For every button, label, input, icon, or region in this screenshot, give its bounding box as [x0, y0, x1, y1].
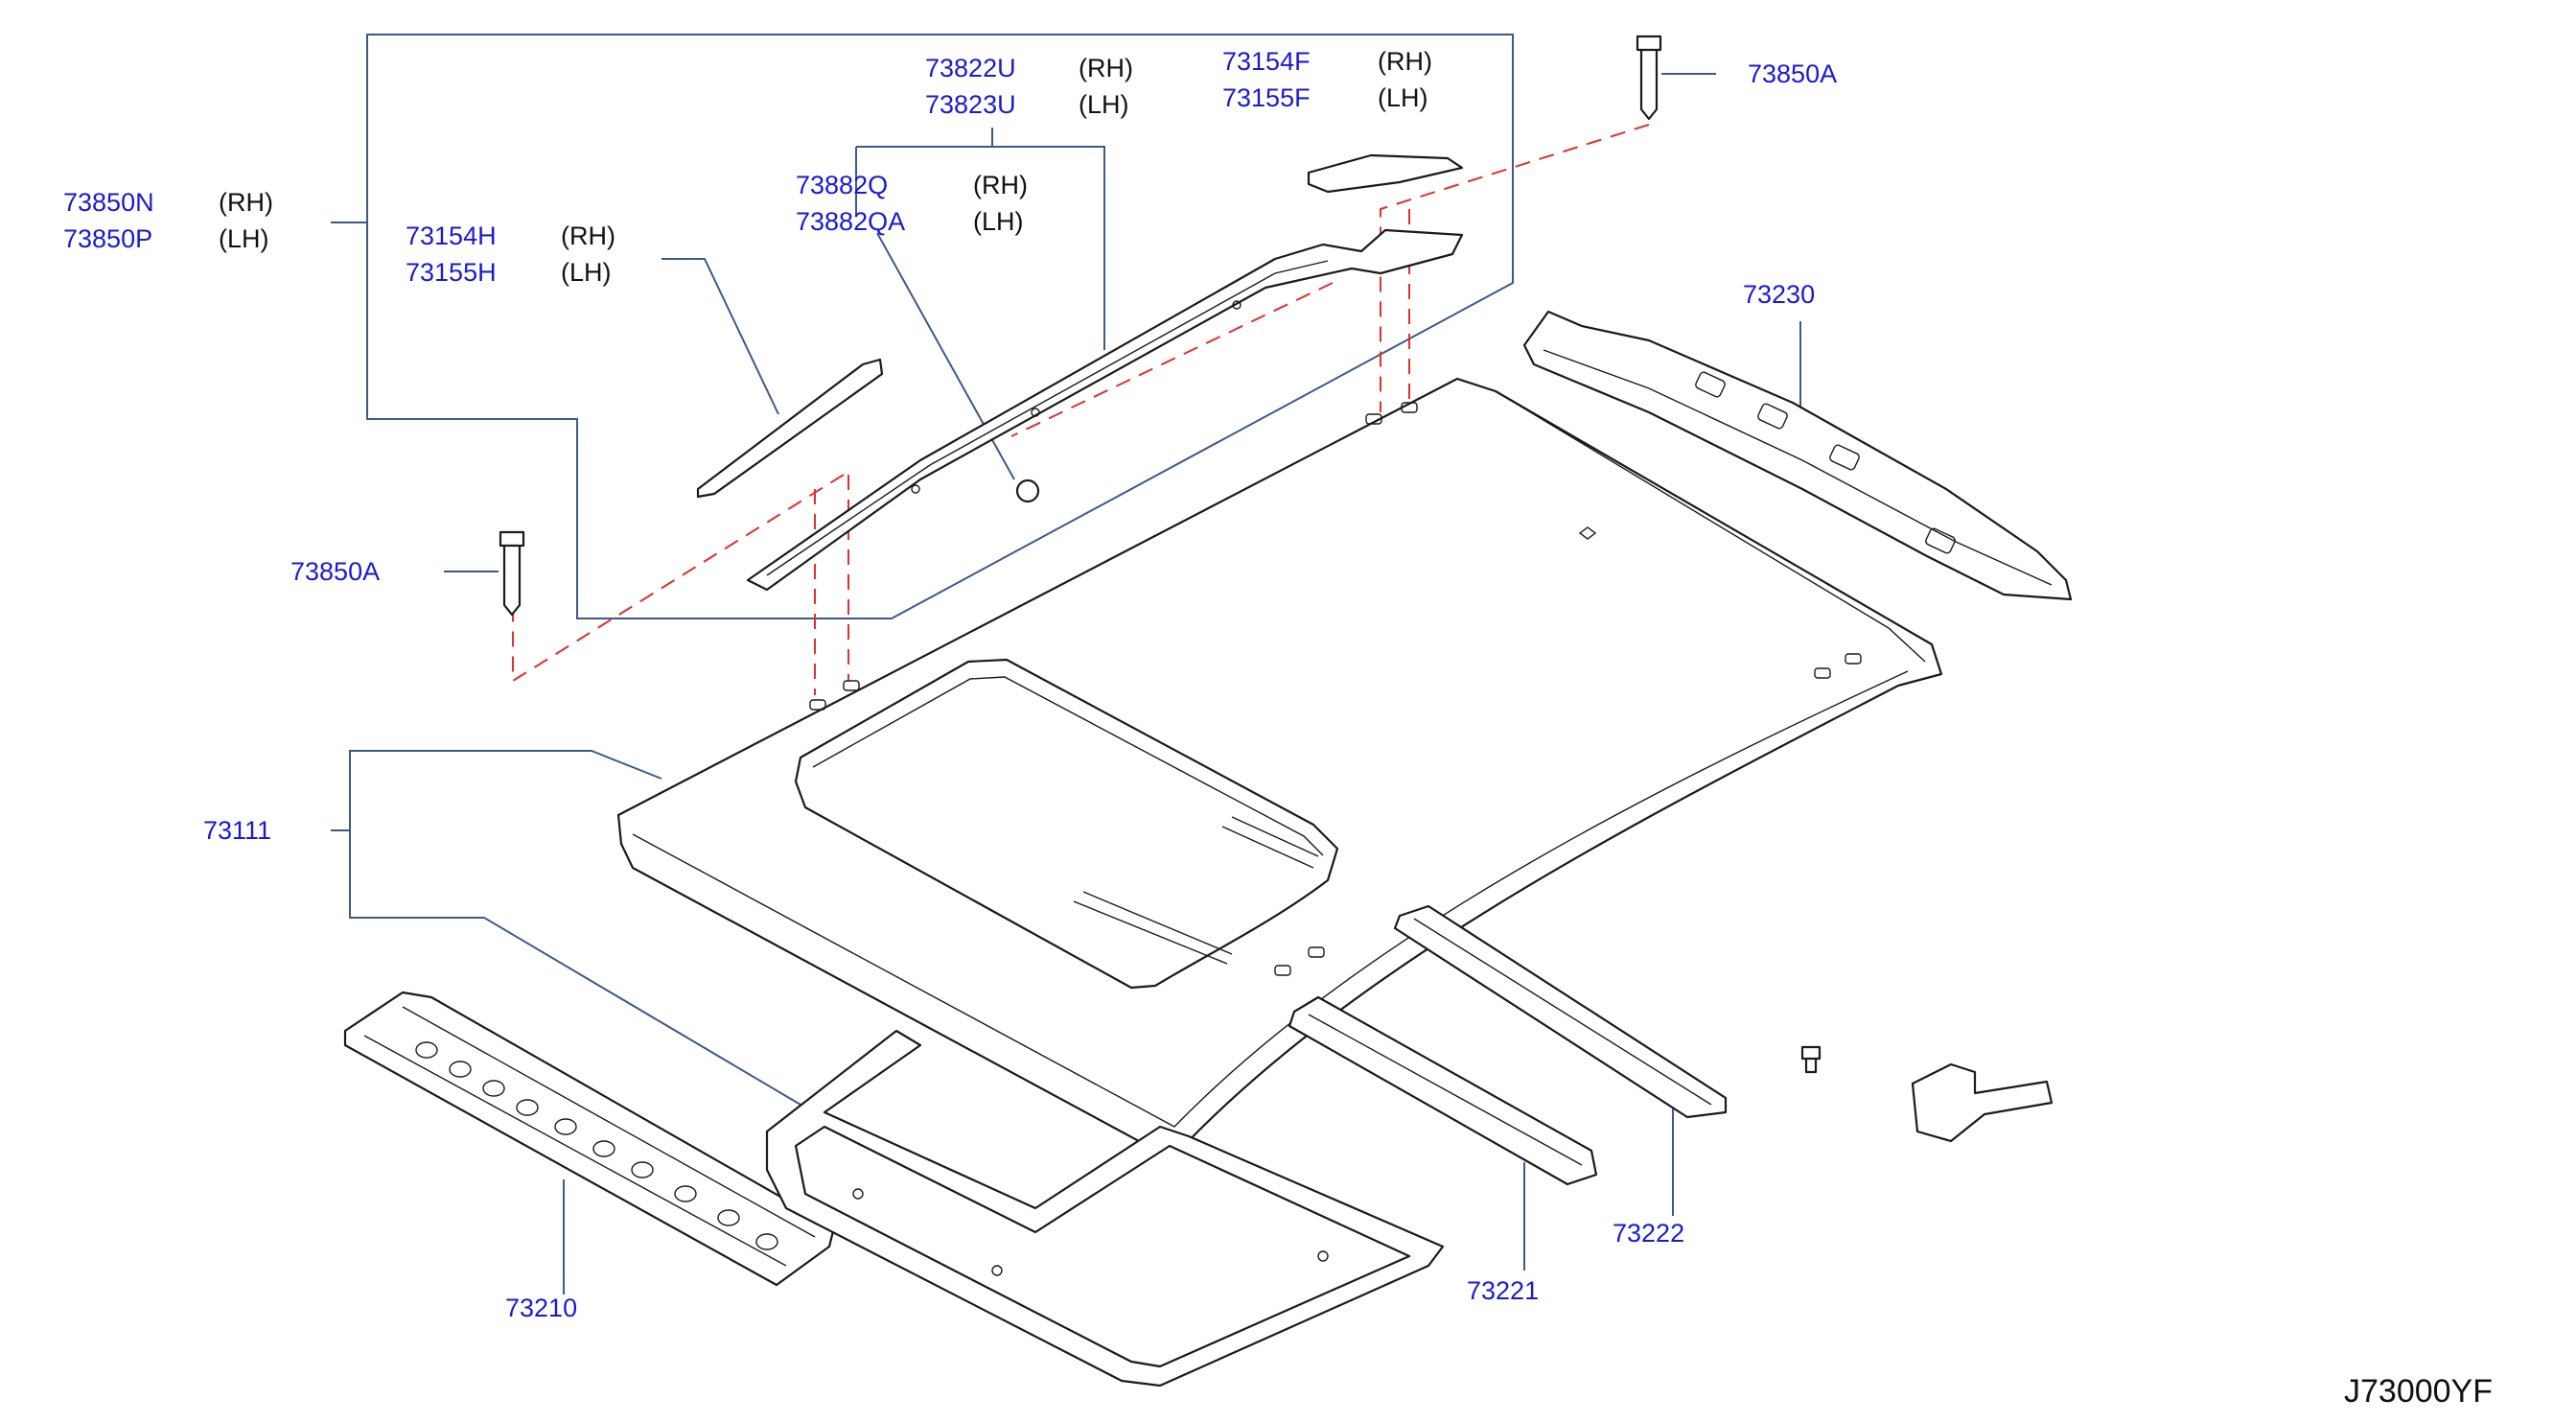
leader-73111	[331, 750, 801, 1106]
label-73850a-top: 73850A	[1748, 59, 1837, 88]
roof-panel-73111	[616, 377, 1943, 1162]
part-labels: 73822U (RH) 73823U (LH) 73154F (RH) 7315…	[63, 47, 2493, 1410]
leader-73154h	[661, 258, 779, 415]
roof-panel-outline	[616, 377, 1943, 1162]
sunroof-opening	[794, 658, 1339, 990]
rail-end-cover-73154h	[696, 358, 884, 499]
label-73154h: 73154H	[406, 222, 497, 250]
label-73210: 73210	[505, 1294, 577, 1322]
front-roof-rail-73210	[343, 991, 836, 1287]
rail-end-cover-73154f	[1307, 153, 1464, 194]
label-73822u-side: (RH)	[1079, 54, 1133, 82]
label-73882q: 73882Q	[796, 171, 888, 199]
rear-roof-rail-73230	[1522, 310, 2073, 601]
label-73221: 73221	[1467, 1276, 1539, 1305]
diagram-code: J73000YF	[2344, 1373, 2493, 1410]
label-73154h-side: (RH)	[561, 222, 615, 250]
leader-lines	[331, 34, 1801, 1295]
label-73154f-side: (RH)	[1378, 47, 1432, 76]
label-73155f: 73155F	[1222, 83, 1311, 112]
label-73230: 73230	[1743, 280, 1815, 309]
label-73155h: 73155H	[406, 258, 497, 287]
sunroof-frame	[765, 1029, 1445, 1388]
label-73850n-side: (RH)	[219, 188, 273, 217]
label-73850a-left: 73850A	[290, 557, 380, 586]
label-73850p-side: (LH)	[219, 224, 269, 253]
roof-rail-73822u	[746, 228, 1464, 592]
roof-rail	[746, 228, 1464, 592]
clip-73882q	[1015, 478, 1040, 503]
label-73882qa-side: (LH)	[973, 207, 1024, 236]
bolt-73850a-top	[1636, 35, 1662, 121]
label-73155h-side: (LH)	[561, 258, 612, 287]
roof-bow-73222	[1393, 904, 1728, 1119]
bolt-73850a-left	[499, 530, 525, 617]
label-73850n: 73850N	[63, 188, 154, 217]
label-73882q-side: (RH)	[973, 171, 1028, 199]
label-73823u-side: (LH)	[1079, 90, 1129, 119]
label-73822u: 73822U	[925, 54, 1016, 82]
label-73850p: 73850P	[63, 224, 152, 253]
leader-73882q	[876, 232, 1015, 480]
roof-bow-73221	[1288, 995, 1598, 1186]
label-73823u: 73823U	[925, 90, 1016, 119]
leader-73850n-group	[331, 34, 1514, 619]
label-73111: 73111	[203, 816, 271, 845]
small-bracket	[1911, 1062, 2054, 1143]
label-73222: 73222	[1613, 1219, 1684, 1248]
leader-73822u	[991, 128, 1105, 350]
label-73882qa: 73882QA	[796, 207, 905, 236]
small-bolt	[1800, 1045, 1822, 1074]
label-73154f: 73154F	[1222, 47, 1311, 76]
label-73155f-side: (LH)	[1378, 83, 1428, 112]
